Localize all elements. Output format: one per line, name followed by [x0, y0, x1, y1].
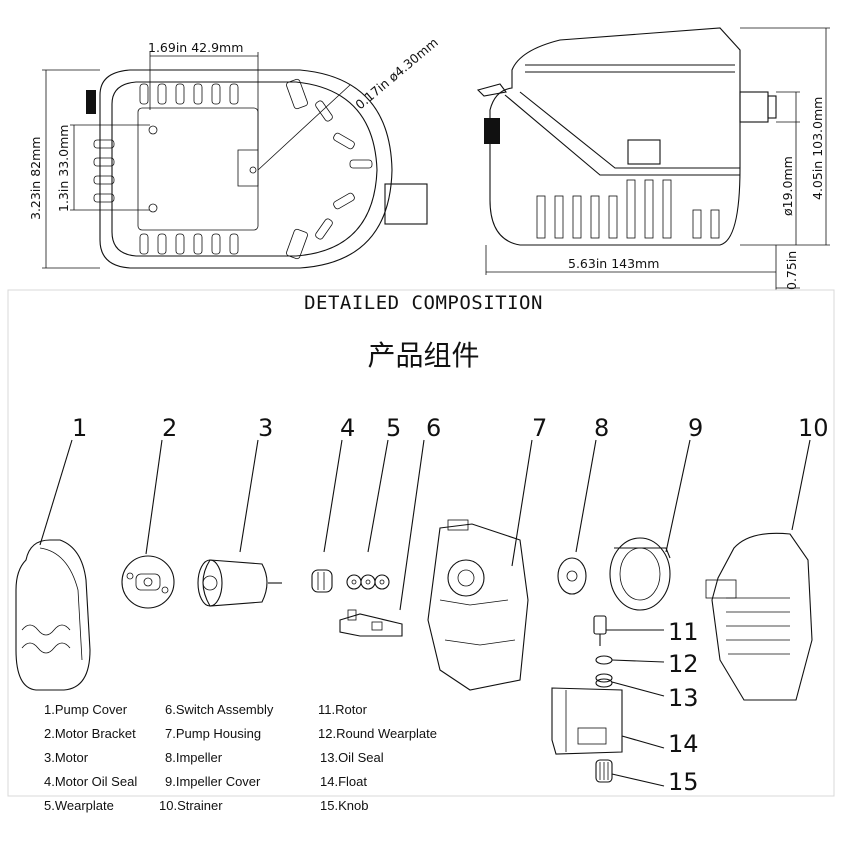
- outlet-diameter-dim: ø19.0mm: [780, 156, 795, 216]
- legend-item: 8.Impeller: [165, 750, 223, 765]
- callout-10: 10: [798, 414, 829, 442]
- legend-item: 1.Pump Cover: [44, 702, 128, 717]
- callout-leaders: [39, 439, 811, 787]
- legend-item: 11.Rotor: [318, 702, 367, 717]
- height-left-dim: 3.23in 82mm: [28, 137, 43, 220]
- callout-2: 2: [162, 414, 177, 442]
- part-rotor: [593, 615, 607, 646]
- callout-12: 12: [668, 650, 699, 678]
- length-dim: 5.63in 143mm: [568, 256, 659, 271]
- callout-7: 7: [532, 414, 547, 442]
- callout-11: 11: [668, 618, 699, 646]
- legend-item: 15.Knob: [320, 798, 369, 813]
- heading-chinese: 产品组件: [367, 339, 480, 372]
- heading-english: DETAILED COMPOSITION: [304, 292, 543, 314]
- part-motor-bracket: [121, 555, 175, 609]
- side-view-drawing: [476, 27, 830, 290]
- legend-item: 3.Motor: [44, 750, 89, 765]
- legend-item: 9.Impeller Cover: [165, 774, 261, 789]
- part-impeller-cover: [609, 537, 671, 611]
- legend-item: 10.Strainer: [159, 798, 223, 813]
- section-frame: [7, 289, 835, 797]
- part-float: [551, 687, 623, 755]
- part-pump-housing: [427, 519, 529, 691]
- callout-6: 6: [426, 414, 441, 442]
- base-offset-dim: 0.75in: [784, 251, 799, 290]
- callout-13: 13: [668, 684, 699, 712]
- part-wearplate: [346, 574, 390, 590]
- callout-8: 8: [594, 414, 609, 442]
- legend-item: 6.Switch Assembly: [165, 702, 274, 717]
- legend-item: 14.Float: [320, 774, 367, 789]
- legend-item: 12.Round Wearplate: [318, 726, 438, 741]
- top-view-drawing: [42, 52, 428, 269]
- part-impeller: [557, 557, 587, 595]
- legend-item: 2.Motor Bracket: [44, 726, 136, 741]
- inlet-diameter-dim: 0.17in ø4.30mm: [352, 35, 441, 113]
- callout-9: 9: [688, 414, 703, 442]
- legend-item: 7.Pump Housing: [165, 726, 262, 741]
- part-motor: [197, 559, 282, 607]
- top-width-dim: 1.69in 42.9mm: [148, 40, 243, 55]
- legend-item: 4.Motor Oil Seal: [44, 774, 138, 789]
- callout-15: 15: [668, 768, 699, 796]
- part-round-wearplate: [595, 655, 613, 665]
- part-knob: [595, 759, 613, 783]
- part-strainer: [705, 532, 813, 701]
- legend-item: 13.Oil Seal: [320, 750, 384, 765]
- height-right-dim: 4.05in 103.0mm: [810, 97, 825, 200]
- callout-14: 14: [668, 730, 699, 758]
- legend-item: 5.Wearplate: [44, 798, 114, 813]
- callout-5: 5: [386, 414, 401, 442]
- part-oil-seal: [595, 673, 613, 688]
- part-motor-oil-seal: [311, 569, 333, 593]
- callout-3: 3: [258, 414, 273, 442]
- hole-spacing-dim: 1.3in 33.0mm: [56, 125, 71, 212]
- callout-1: 1: [72, 414, 87, 442]
- part-switch-assembly: [339, 609, 403, 637]
- part-pump-cover: [15, 539, 91, 691]
- callout-4: 4: [340, 414, 355, 442]
